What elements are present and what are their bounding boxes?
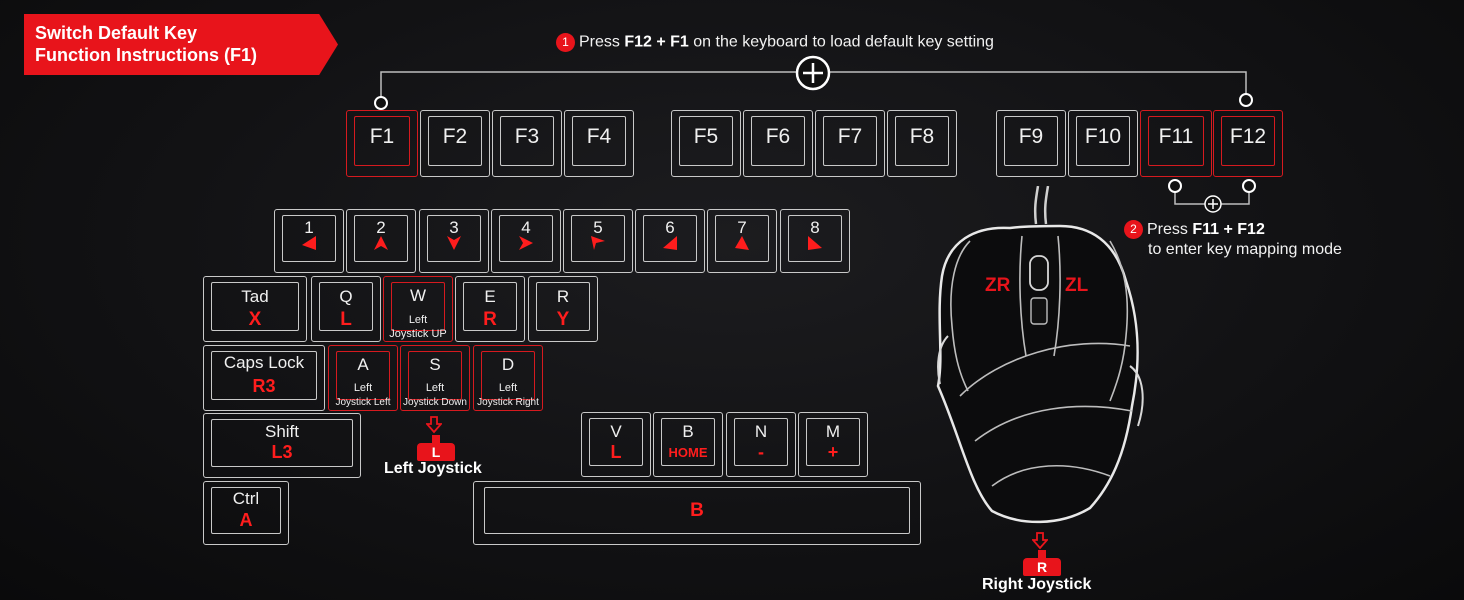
arrow-down-left-icon <box>735 236 749 250</box>
key-7[interactable]: 7 <box>707 209 777 273</box>
key-4[interactable]: 4 <box>491 209 561 273</box>
key-q[interactable]: Q L <box>311 276 381 342</box>
instructions-banner: Switch Default Key Function Instructions… <box>24 14 338 75</box>
left-joystick-label: Left Joystick <box>384 460 482 477</box>
down-arrow-icon <box>426 416 442 434</box>
arrow-up-icon <box>374 236 388 250</box>
key-m[interactable]: M + <box>798 412 868 477</box>
key-3[interactable]: 3 <box>419 209 489 273</box>
arrow-left-icon <box>302 236 316 250</box>
key-a[interactable]: A Left Joystick Left <box>328 345 398 411</box>
key-8[interactable]: 8 <box>780 209 850 273</box>
key-f3[interactable]: F3 <box>492 110 562 177</box>
key-f1[interactable]: F1 <box>346 110 418 177</box>
down-arrow-icon <box>1032 532 1048 550</box>
key-f11[interactable]: F11 <box>1140 110 1212 177</box>
key-b[interactable]: B HOME <box>653 412 723 477</box>
mouse-zr-label: ZR <box>985 275 1011 296</box>
arrow-down-icon <box>447 236 461 250</box>
key-2[interactable]: 2 <box>346 209 416 273</box>
key-5[interactable]: 5 <box>563 209 633 273</box>
key-r[interactable]: R Y <box>528 276 598 342</box>
banner-line-1: Switch Default Key <box>35 23 198 43</box>
gaming-mouse-icon[interactable] <box>930 186 1150 536</box>
key-f6[interactable]: F6 <box>743 110 813 177</box>
key-tab[interactable]: Tad X <box>203 276 307 342</box>
right-joystick-label: Right Joystick <box>982 576 1092 593</box>
step2-line2: to enter key mapping mode <box>1148 241 1342 258</box>
key-f10[interactable]: F10 <box>1068 110 1138 177</box>
key-n[interactable]: N - <box>726 412 796 477</box>
key-f9[interactable]: F9 <box>996 110 1066 177</box>
key-caps-lock[interactable]: Caps Lock R3 <box>203 345 325 411</box>
step1-badge: 1 <box>556 33 575 52</box>
key-w[interactable]: W Left Joystick UP <box>383 276 453 342</box>
key-f12[interactable]: F12 <box>1213 110 1283 177</box>
key-d[interactable]: D Left Joystick Right <box>473 345 543 411</box>
key-f7[interactable]: F7 <box>815 110 885 177</box>
key-f2[interactable]: F2 <box>420 110 490 177</box>
left-joystick-icon: L <box>417 435 455 461</box>
mouse-zl-label: ZL <box>1065 275 1089 296</box>
key-ctrl[interactable]: Ctrl A <box>203 481 289 545</box>
key-f5[interactable]: F5 <box>671 110 741 177</box>
right-joystick-icon: R <box>1023 550 1061 576</box>
key-6[interactable]: 6 <box>635 209 705 273</box>
arrow-up-left-icon <box>663 236 677 250</box>
key-space[interactable]: B <box>473 481 921 545</box>
key-shift[interactable]: Shift L3 <box>203 413 361 478</box>
arrow-down-right-icon <box>808 236 822 250</box>
arrow-up-right-icon <box>591 236 605 250</box>
key-s[interactable]: S Left Joystick Down <box>400 345 470 411</box>
step2-badge: 2 <box>1124 220 1143 240</box>
key-1[interactable]: 1 <box>274 209 344 273</box>
key-e[interactable]: E R <box>455 276 525 342</box>
arrow-right-icon <box>519 236 533 250</box>
key-v[interactable]: V L <box>581 412 651 477</box>
step2-keys: F11 + F12 <box>1192 221 1265 238</box>
step1-keys: F12 + F1 <box>624 33 689 51</box>
banner-line-2: Function Instructions (F1) <box>35 45 257 65</box>
key-f8[interactable]: F8 <box>887 110 957 177</box>
key-f4[interactable]: F4 <box>564 110 634 177</box>
